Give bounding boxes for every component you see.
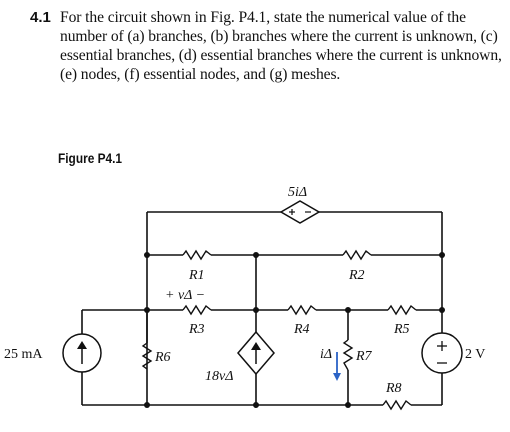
figure-label: Figure P4.1	[58, 151, 123, 166]
junction-dots	[144, 252, 445, 408]
label-r1: R1	[188, 268, 205, 283]
problem-text: For the circuit shown in Fig. P4.1, stat…	[60, 9, 502, 83]
problem-number: 4.1	[30, 9, 51, 26]
resistor-r5	[387, 304, 417, 316]
label-r3: R3	[188, 322, 205, 337]
resistor-r3	[182, 304, 212, 316]
label-r6: R6	[154, 350, 171, 365]
resistor-r6	[141, 342, 153, 370]
label-r7: R7	[355, 349, 373, 364]
label-5idelta: 5iΔ	[288, 185, 307, 200]
voltage-source	[421, 332, 463, 374]
circuit-wires	[81, 211, 443, 406]
label-18vdelta: 18vΔ	[205, 369, 233, 384]
current-arrow-idelta	[333, 352, 341, 381]
label-r8: R8	[385, 381, 402, 396]
resistor-r4	[287, 304, 317, 316]
dependent-current-source	[237, 330, 275, 376]
label-r5: R5	[393, 322, 410, 337]
current-source	[62, 333, 102, 373]
label-idelta: iΔ	[320, 347, 332, 362]
label-r4: R4	[293, 322, 310, 337]
resistor-r2	[342, 249, 372, 261]
resistor-r1	[182, 249, 212, 261]
label-vdelta: + vΔ −	[165, 288, 205, 303]
label-2v: 2 V	[465, 347, 485, 362]
problem-statement: 4.1 For the circuit shown in Fig. P4.1, …	[30, 8, 502, 84]
label-r2: R2	[348, 268, 365, 283]
resistor-r8	[382, 399, 412, 411]
resistor-r7	[342, 339, 354, 371]
dependent-voltage-source	[279, 200, 321, 224]
label-25ma: 25 mA	[4, 347, 43, 362]
